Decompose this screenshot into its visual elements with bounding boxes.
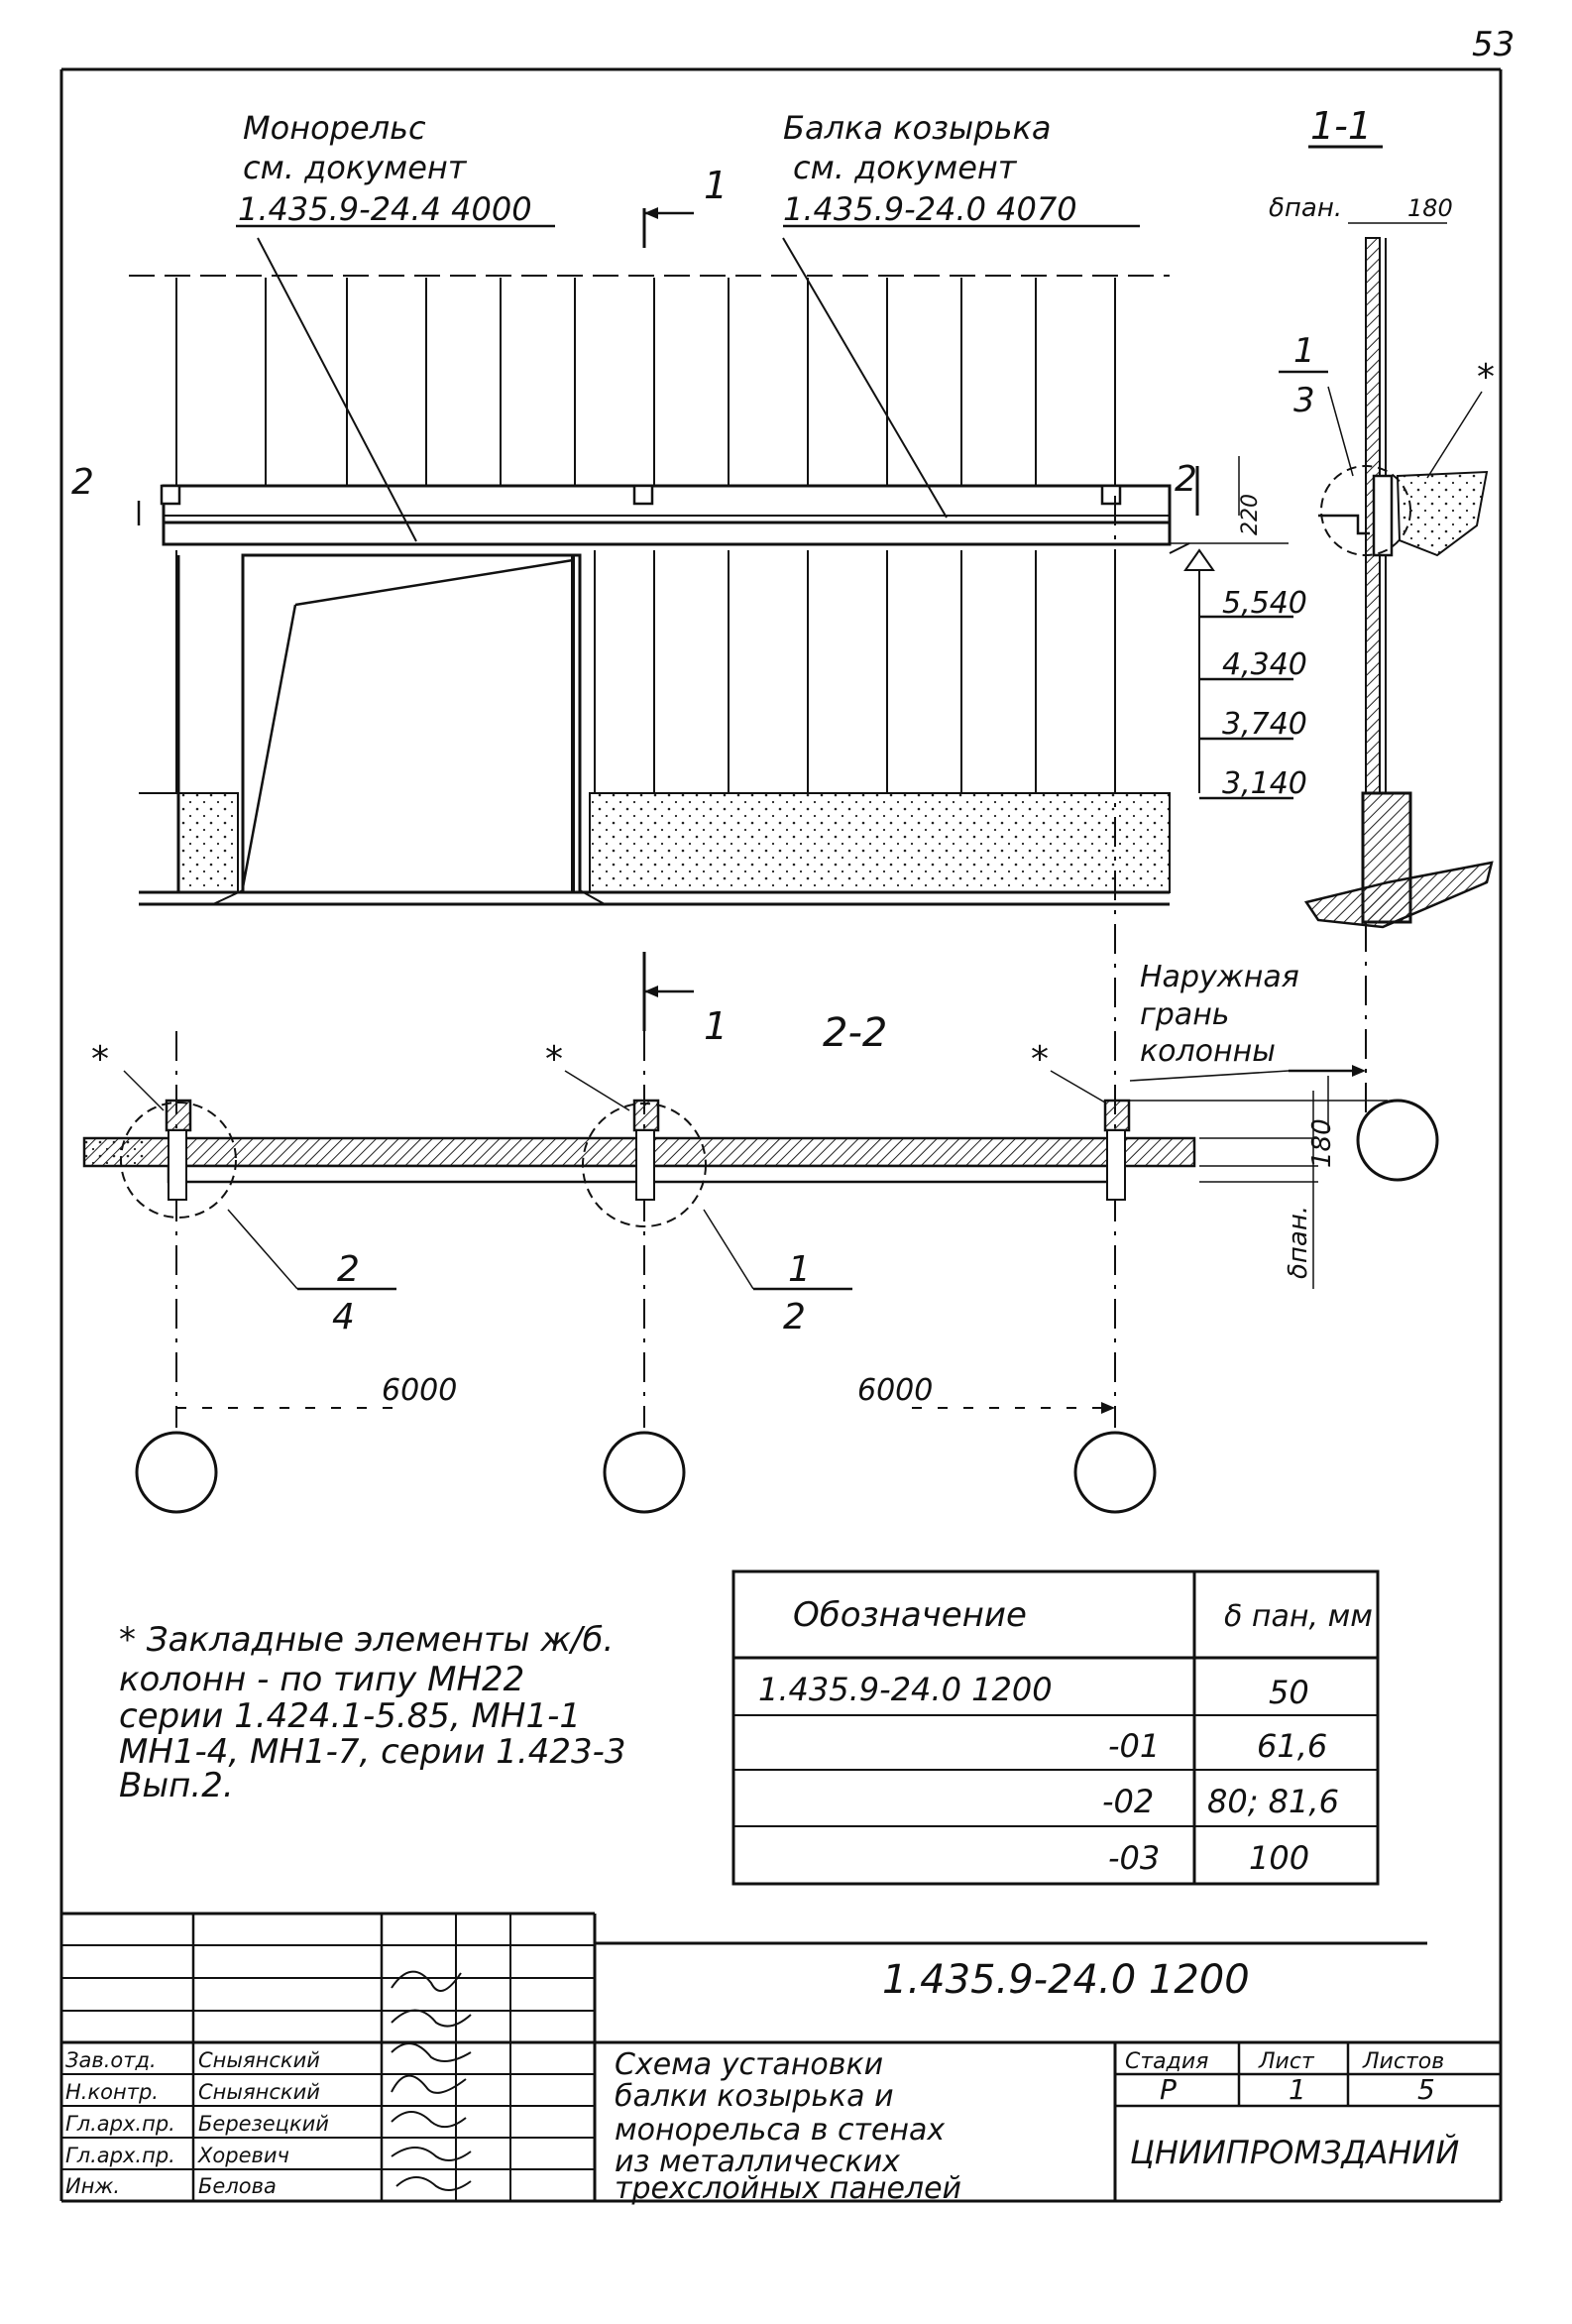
spec-row-2-thickness: 80; 81,6	[1207, 1783, 1339, 1820]
sheet-frame	[59, 67, 1503, 2203]
stage-label: Стадия	[1125, 2049, 1208, 2074]
sheets-label: Листов	[1362, 2049, 1444, 2074]
section-cut-1-bottom: 1	[704, 1004, 728, 1048]
callout-1-3-top: 1	[1293, 331, 1315, 371]
callout-2-4-top: 2	[337, 1249, 360, 1290]
callout-1-2-top: 1	[788, 1249, 811, 1290]
spec-row-3-designation: -03	[1108, 1839, 1160, 1877]
spec-row-1-designation: -01	[1108, 1727, 1160, 1765]
spec-row-3-thickness: 100	[1249, 1839, 1309, 1877]
page-number: 53	[1472, 25, 1515, 64]
drawing-title: Схема установки балки козырька и монорел…	[615, 2047, 961, 2206]
embedded-elements-note: * Закладные элементы ж/б. колонн - по ти…	[119, 1620, 636, 1805]
callout-1-3-bottom: 3	[1293, 381, 1315, 420]
spec-table	[731, 1569, 1380, 1886]
signature-name-2: Березецкий	[198, 2112, 329, 2136]
span-dimension-2: 6000	[857, 1373, 933, 1408]
elevation-4340: 4,340	[1222, 647, 1307, 682]
signature-role-3: Гл.арх.пр.	[65, 2144, 175, 2167]
grid-axis-bubbles	[135, 1099, 1439, 1514]
canopy-beam-label: Балка козырька см. документ 1.435.9-24.0…	[783, 109, 1077, 228]
dim-180-top: 180	[1407, 194, 1453, 222]
elevation-3740: 3,740	[1222, 707, 1307, 742]
spec-header-thickness: δ пан, мм	[1224, 1599, 1373, 1634]
elevation-3140: 3,140	[1222, 766, 1307, 801]
spec-row-1-thickness: 61,6	[1257, 1727, 1327, 1765]
elevation-view	[129, 207, 1289, 1368]
spec-row-2-designation: -02	[1102, 1783, 1154, 1820]
embed-mark-2: *	[545, 1039, 563, 1080]
signature-name-0: Сныянский	[198, 2048, 320, 2072]
signature-name-3: Хоревич	[197, 2144, 289, 2167]
signature-name-1: Сныянский	[198, 2080, 320, 2104]
outer-face-label: Наружная грань колонны	[1140, 960, 1308, 1069]
sheet-value: 1	[1289, 2073, 1306, 2106]
section-2-2-view	[82, 952, 1388, 1428]
spec-header-designation: Обозначение	[793, 1595, 1027, 1635]
dim-180-section: 180	[1307, 1118, 1337, 1168]
signature-role-1: Н.контр.	[65, 2080, 159, 2104]
span-dimension-1: 6000	[382, 1373, 457, 1408]
title-block	[61, 1912, 1501, 2201]
embed-mark-section: *	[1477, 357, 1495, 398]
stage-value: Р	[1160, 2073, 1177, 2106]
elevation-5540: 5,540	[1222, 586, 1307, 621]
panel-thickness-vertical: δпан.	[1284, 1206, 1313, 1279]
monorail-label: Монорельс см. документ 1.435.9-24.4 4000	[238, 109, 532, 228]
panel-thickness-label: δпан.	[1269, 193, 1342, 223]
spec-row-0-designation: 1.435.9-24.0 1200	[758, 1671, 1053, 1708]
signature-role-0: Зав.отд.	[65, 2048, 157, 2072]
callout-2-4-bottom: 4	[332, 1297, 355, 1337]
sheets-value: 5	[1417, 2073, 1435, 2106]
spec-row-0-thickness: 50	[1269, 1674, 1309, 1711]
section-1-1-view	[1279, 145, 1494, 1120]
organization: ЦНИИПРОМЗДАНИЙ	[1130, 2134, 1459, 2171]
section-2-2-title: 2-2	[823, 1010, 887, 1056]
leader-lines	[236, 224, 1140, 542]
document-code: 1.435.9-24.0 1200	[882, 1957, 1250, 2003]
embed-mark-1: *	[91, 1039, 109, 1080]
section-cut-2-right: 2	[1175, 459, 1197, 500]
section-cut-2-left: 2	[71, 462, 94, 503]
dim-220: 220	[1238, 494, 1263, 535]
elevation-marks	[1183, 548, 1293, 800]
sheet-label: Лист	[1258, 2049, 1315, 2074]
signature-role-2: Гл.арх.пр.	[65, 2112, 175, 2136]
callout-1-2-bottom: 2	[783, 1297, 806, 1337]
section-1-1-title: 1-1	[1310, 104, 1372, 148]
signature-name-4: Белова	[198, 2174, 277, 2198]
section-cut-1-top: 1	[704, 164, 728, 207]
signature-role-4: Инж.	[65, 2174, 120, 2198]
embed-mark-3: *	[1031, 1039, 1049, 1080]
